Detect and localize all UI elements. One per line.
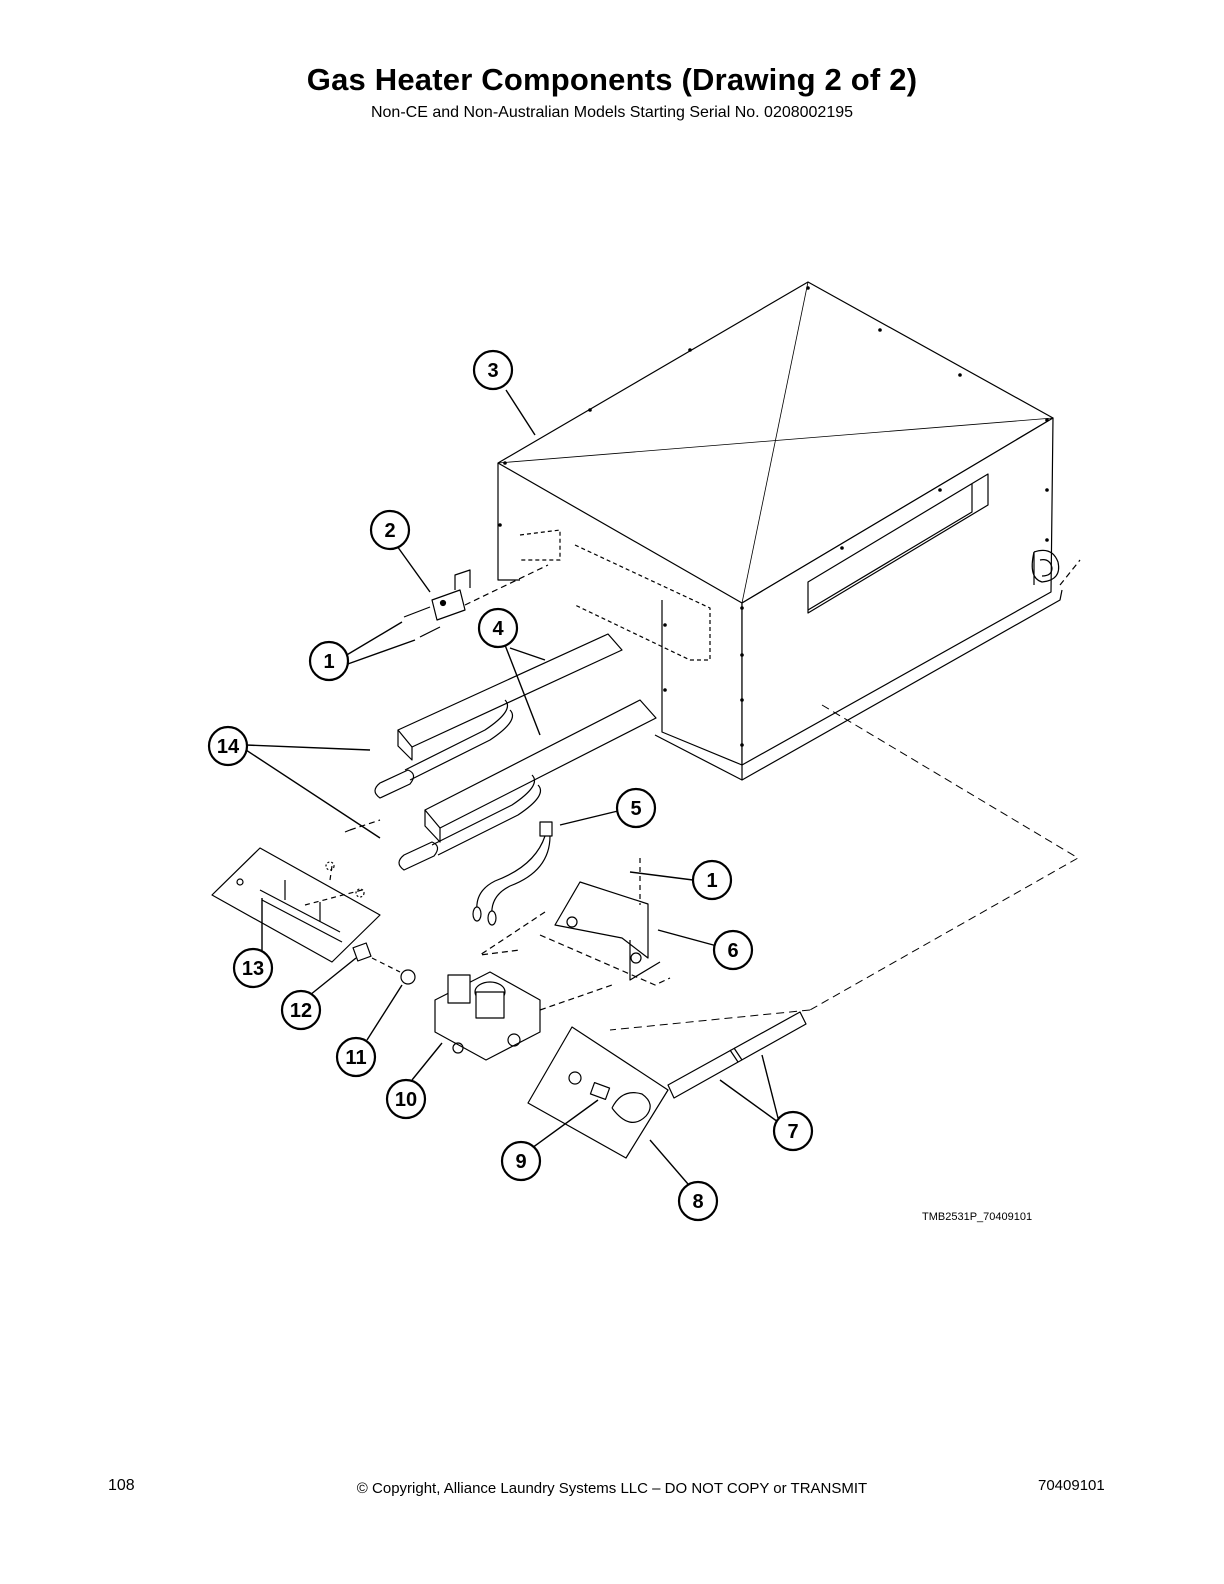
svg-text:4: 4 <box>492 618 504 640</box>
wire-harness <box>472 821 553 926</box>
burner-tubes <box>344 633 657 871</box>
callout-6: 6 <box>712 929 754 971</box>
callout-2: 2 <box>369 509 411 551</box>
callout-3: 3 <box>472 349 514 391</box>
svg-text:8: 8 <box>692 1191 703 1213</box>
svg-text:12: 12 <box>290 1000 312 1022</box>
svg-text:2: 2 <box>384 520 395 542</box>
page-title: Gas Heater Components (Drawing 2 of 2) <box>306 62 918 97</box>
valve-bracket <box>554 881 661 981</box>
svg-text:13: 13 <box>242 958 264 980</box>
svg-text:10: 10 <box>395 1089 417 1111</box>
callout-5: 5 <box>615 787 657 829</box>
svg-text:6: 6 <box>727 940 738 962</box>
document-number: 70409101 <box>1038 1477 1105 1494</box>
callout-13: 13 <box>232 947 274 989</box>
svg-text:3: 3 <box>487 360 498 382</box>
page-number: 108 <box>108 1477 135 1494</box>
heater-box <box>497 281 1081 781</box>
svg-text:1: 1 <box>323 651 334 673</box>
callout-9: 9 <box>500 1140 542 1182</box>
callout-10: 10 <box>385 1078 427 1120</box>
copyright-notice: © Copyright, Alliance Laundry Systems LL… <box>356 1480 868 1497</box>
callout-8: 8 <box>677 1180 719 1222</box>
callout-1-right: 1 <box>691 859 733 901</box>
drawing-reference-code: TMB2531P_70409101 <box>922 1211 1033 1223</box>
svg-text:7: 7 <box>787 1121 798 1143</box>
igniter-bracket <box>403 564 549 638</box>
svg-text:5: 5 <box>630 798 641 820</box>
svg-text:1: 1 <box>706 870 717 892</box>
leader-lines <box>245 389 779 1185</box>
svg-text:14: 14 <box>217 736 240 758</box>
callout-7: 7 <box>772 1110 814 1152</box>
pipe-fitting-panel <box>527 1026 669 1159</box>
callout-1-left: 1 <box>308 640 350 682</box>
svg-text:9: 9 <box>515 1151 526 1173</box>
callout-11: 11 <box>335 1036 377 1078</box>
callout-balloons: 1 1 2 3 4 5 6 7 <box>207 349 814 1222</box>
callout-14: 14 <box>207 725 249 767</box>
pilot-assembly-panel <box>211 847 381 963</box>
gas-pipe <box>667 1011 807 1099</box>
callout-4: 4 <box>477 607 519 649</box>
gas-valve <box>434 971 613 1061</box>
callout-12: 12 <box>280 989 322 1031</box>
svg-text:11: 11 <box>345 1047 366 1069</box>
page-subtitle: Non-CE and Non-Australian Models Startin… <box>370 104 854 121</box>
